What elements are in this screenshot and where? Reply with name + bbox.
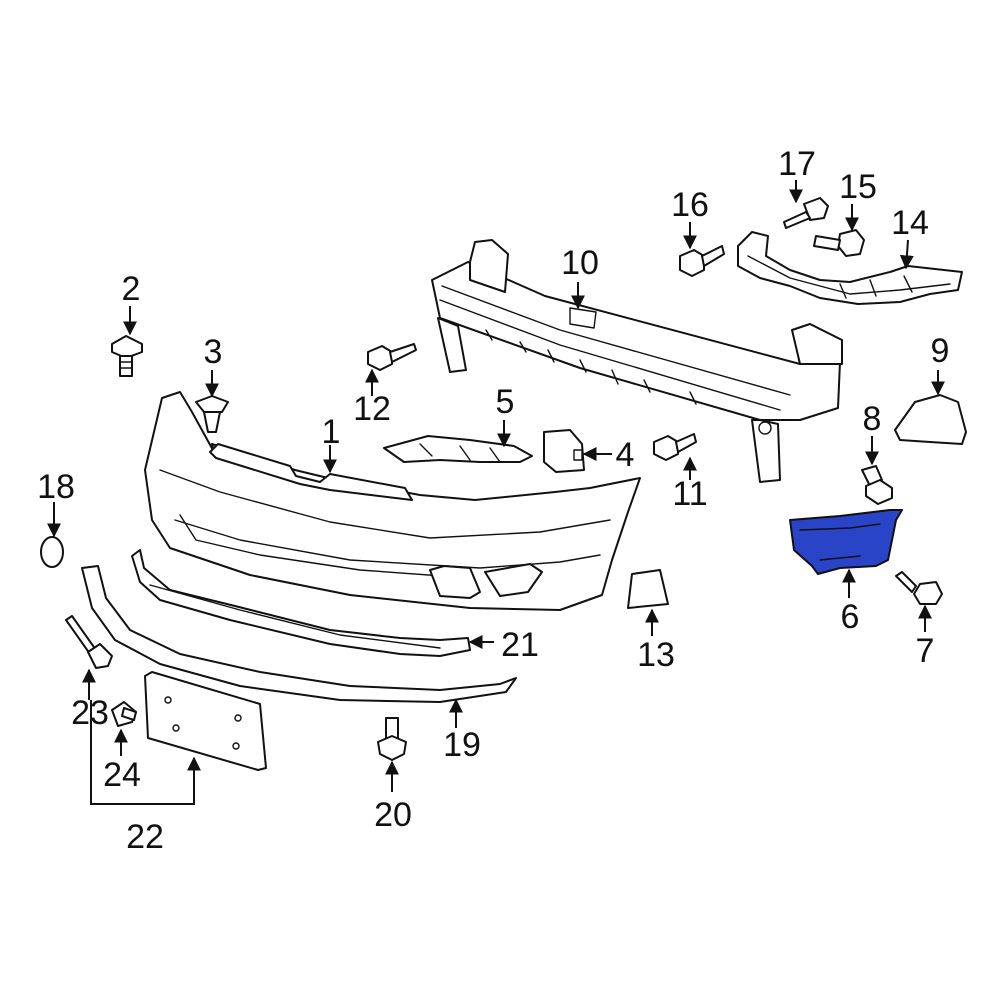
callout-17: 17 bbox=[778, 145, 816, 183]
callout-18: 18 bbox=[37, 468, 75, 506]
callout-14: 14 bbox=[891, 204, 929, 242]
part-14-bracket[interactable] bbox=[737, 231, 963, 305]
part-13-bracket[interactable] bbox=[627, 569, 669, 609]
leader-lines bbox=[47, 180, 945, 805]
callout-4: 4 bbox=[616, 436, 635, 474]
callout-2: 2 bbox=[122, 270, 141, 308]
part-17-bolt[interactable] bbox=[783, 197, 829, 229]
part-3-clip[interactable] bbox=[195, 395, 229, 433]
callout-21: 21 bbox=[501, 626, 539, 664]
part-2-bolt[interactable] bbox=[111, 335, 143, 377]
part-8-clip[interactable] bbox=[861, 465, 893, 505]
part-20-screw[interactable] bbox=[377, 717, 407, 761]
part-9-cover[interactable] bbox=[894, 394, 967, 445]
part-18-cap[interactable] bbox=[40, 536, 64, 568]
callout-13: 13 bbox=[637, 636, 675, 674]
callout-9: 9 bbox=[931, 332, 950, 370]
part-19-lower-molding[interactable] bbox=[81, 565, 517, 703]
callout-19: 19 bbox=[443, 726, 481, 764]
callout-6: 6 bbox=[841, 598, 860, 636]
part-15-bolt[interactable] bbox=[813, 229, 865, 257]
part-10-reinforcement-beam[interactable] bbox=[431, 239, 843, 483]
callout-16: 16 bbox=[671, 186, 709, 224]
part-1-bumper-cover[interactable] bbox=[144, 391, 641, 611]
part-5-bracket[interactable] bbox=[383, 435, 533, 463]
callout-12: 12 bbox=[353, 390, 391, 428]
part-16-bolt[interactable] bbox=[679, 245, 725, 277]
callout-24: 24 bbox=[103, 756, 141, 794]
part-24-clip[interactable] bbox=[111, 701, 137, 727]
callout-20: 20 bbox=[374, 796, 412, 834]
callout-23: 23 bbox=[71, 694, 109, 732]
part-23-rivet[interactable] bbox=[65, 615, 113, 669]
part-7-bolt[interactable] bbox=[895, 571, 943, 605]
callout-10: 10 bbox=[561, 244, 599, 282]
callout-1: 1 bbox=[322, 413, 341, 451]
callout-3: 3 bbox=[204, 333, 223, 371]
callout-11: 11 bbox=[672, 475, 707, 513]
callout-8: 8 bbox=[863, 400, 882, 438]
part-22-plate-bracket[interactable] bbox=[144, 671, 267, 771]
part-11-bolt[interactable] bbox=[653, 433, 697, 461]
callout-7: 7 bbox=[916, 632, 935, 670]
callout-22: 22 bbox=[126, 818, 164, 856]
part-4-clip-nut[interactable] bbox=[543, 429, 585, 473]
part-12-screw[interactable] bbox=[367, 343, 417, 371]
callout-15: 15 bbox=[839, 168, 877, 206]
part-21-grille-strip[interactable] bbox=[131, 549, 471, 657]
callout-labels: 1 2 3 4 5 6 7 8 9 10 11 12 13 14 15 16 1… bbox=[37, 145, 949, 856]
part-6-bracket-highlighted[interactable] bbox=[789, 509, 903, 575]
callout-5: 5 bbox=[496, 383, 515, 421]
